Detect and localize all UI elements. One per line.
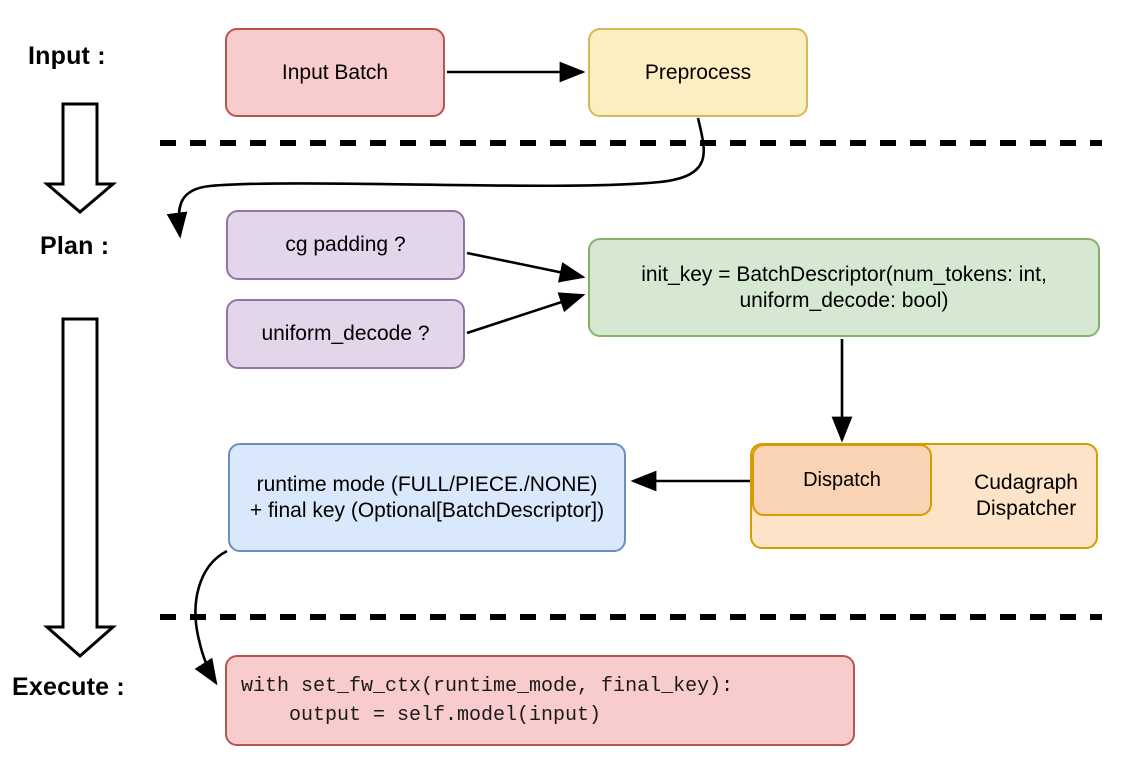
arrow-uniform-decode-to-init-key — [466, 292, 586, 335]
node-init-key[interactable]: init_key = BatchDescriptor(num_tokens: i… — [588, 238, 1100, 337]
stage-label-input: Input : — [28, 42, 106, 70]
execute-code-text: with set_fw_ctx(runtime_mode, final_key)… — [241, 672, 733, 730]
node-init-key-text: init_key = BatchDescriptor(num_tokens: i… — [641, 262, 1047, 313]
node-runtime-mode-line1: runtime mode (FULL/PIECE./NONE) — [256, 472, 598, 496]
input-to-plan-block-arrow — [42, 102, 118, 214]
arrow-runtime-mode-to-execute-code — [194, 549, 228, 686]
node-preprocess[interactable]: Preprocess — [588, 28, 808, 117]
execute-code-line2: output = self.model(input) — [241, 703, 602, 727]
node-cudagraph-dispatcher-line1: Cudagraph — [974, 471, 1078, 495]
node-input-batch-label: Input Batch — [281, 60, 389, 84]
node-dispatch[interactable]: Dispatch — [752, 444, 932, 516]
stage-label-plan: Plan : — [40, 232, 110, 260]
node-cudagraph-dispatcher-text: Cudagraph Dispatcher — [974, 470, 1078, 521]
node-preprocess-label: Preprocess — [644, 60, 752, 84]
stage-label-execute: Execute : — [12, 673, 125, 701]
node-runtime-mode[interactable]: runtime mode (FULL/PIECE./NONE) + final … — [228, 443, 626, 552]
node-dispatch-label: Dispatch — [803, 468, 881, 491]
arrow-cg-padding-to-init-key — [466, 251, 586, 283]
node-cg-padding-label: cg padding ? — [285, 233, 406, 257]
node-init-key-line1: init_key = BatchDescriptor(num_tokens: i… — [641, 262, 1047, 286]
node-runtime-mode-text: runtime mode (FULL/PIECE./NONE) + final … — [250, 472, 604, 523]
node-uniform-decode[interactable]: uniform_decode ? — [226, 299, 465, 369]
node-cg-padding[interactable]: cg padding ? — [226, 210, 465, 280]
node-cudagraph-dispatcher-line2: Dispatcher — [975, 497, 1077, 520]
node-init-key-line2: uniform_decode: bool) — [739, 288, 949, 312]
node-uniform-decode-label: uniform_decode ? — [261, 322, 430, 346]
execute-code-line1: with set_fw_ctx(runtime_mode, final_key)… — [241, 674, 734, 698]
plan-to-execute-block-arrow — [43, 317, 117, 658]
node-input-batch[interactable]: Input Batch — [225, 28, 445, 117]
node-execute-code[interactable]: with set_fw_ctx(runtime_mode, final_key)… — [225, 655, 855, 746]
node-runtime-mode-line2: + final key (Optional[BatchDescriptor]) — [249, 498, 605, 522]
